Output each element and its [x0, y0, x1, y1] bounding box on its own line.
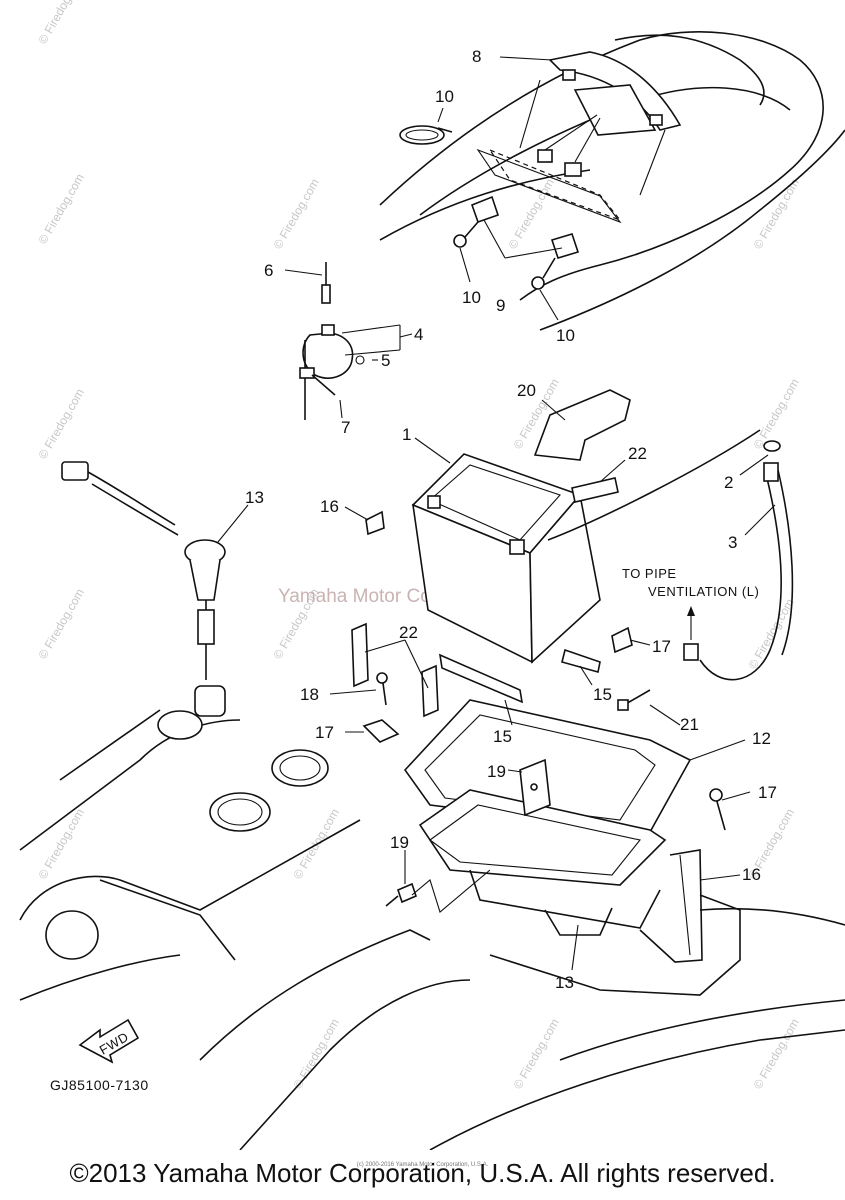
tiny-notice: (c) 2000-2016 Yamaha Motor Corporation, …: [356, 1162, 489, 1168]
callout-12: 13: [245, 488, 264, 507]
callout-25: 22: [399, 623, 418, 642]
leader-lines: [217, 56, 776, 971]
callout-23: 20: [517, 381, 536, 400]
watermark-site: © Firedog.com: [35, 171, 87, 246]
watermark-site: © Firedog.com: [270, 176, 322, 251]
callout-25: 22: [628, 444, 647, 463]
vent-note-line1: TO PIPE: [622, 566, 677, 581]
callout-numbers: 8 10 6 9 10 10 4 5 7 1 20 22 2 3 13 16 T…: [245, 47, 777, 992]
watermark-site: © Firedog.com: [750, 376, 802, 451]
callout-18: 17: [758, 783, 777, 802]
vent-note-line2: VENTILATION (L): [648, 584, 759, 599]
callout-21: 19: [487, 762, 506, 781]
frame-drawing: [19, 461, 845, 1150]
diagram-code: GJ85100-7130: [50, 1077, 149, 1093]
battery-box: [385, 699, 726, 963]
callout-7: 7: [341, 418, 350, 437]
watermark-site: © Firedog.com: [290, 1016, 342, 1091]
holder-assembly: [299, 262, 401, 420]
watermark-site: © Firedog.com: [745, 596, 797, 671]
callout-15: 15: [493, 727, 512, 746]
callout-17: 17: [652, 637, 671, 656]
callout-16: 16: [742, 865, 761, 884]
watermark-site: © Firedog.com: [750, 1016, 802, 1091]
callout-8: 8: [472, 47, 481, 66]
watermark-site: © Firedog.com: [35, 0, 87, 47]
callout-3: 3: [728, 533, 737, 552]
callout-4: 4: [414, 325, 423, 344]
watermark-site: © Firedog.com: [35, 806, 87, 881]
callout-5: 5: [381, 351, 390, 370]
rear-fender-drawing: [379, 31, 845, 331]
watermark-site: © Firedog.com: [510, 1016, 562, 1091]
watermark-site: © Firedog.com: [750, 176, 802, 251]
callout-22: 19: [390, 833, 409, 852]
callout-10: 10: [556, 326, 575, 345]
callout-13: 12: [752, 729, 771, 748]
callout-2: 2: [724, 473, 733, 492]
callout-19: 17: [315, 723, 334, 742]
copyright-text: ©2013 Yamaha Motor Corporation, U.S.A. A…: [69, 1158, 776, 1188]
watermark-site: © Firedog.com: [35, 386, 87, 461]
battery-assembly: [351, 389, 794, 743]
callout-9: 9: [496, 296, 505, 315]
callout-10: 10: [462, 288, 481, 307]
callout-6: 6: [264, 261, 273, 280]
callout-17: 16: [320, 497, 339, 516]
callout-1: 1: [402, 425, 411, 444]
callout-15: 15: [593, 685, 612, 704]
parts-diagram: © Firedog.com © Firedog.com © Firedog.co…: [19, 0, 845, 1150]
watermark-site: © Firedog.com: [35, 586, 87, 661]
callout-24: 21: [680, 715, 699, 734]
callout-20: 18: [300, 685, 319, 704]
callout-11: 10: [435, 87, 454, 106]
fwd-arrow-icon: FWD: [78, 1018, 140, 1064]
callout-14: 13: [555, 973, 574, 992]
